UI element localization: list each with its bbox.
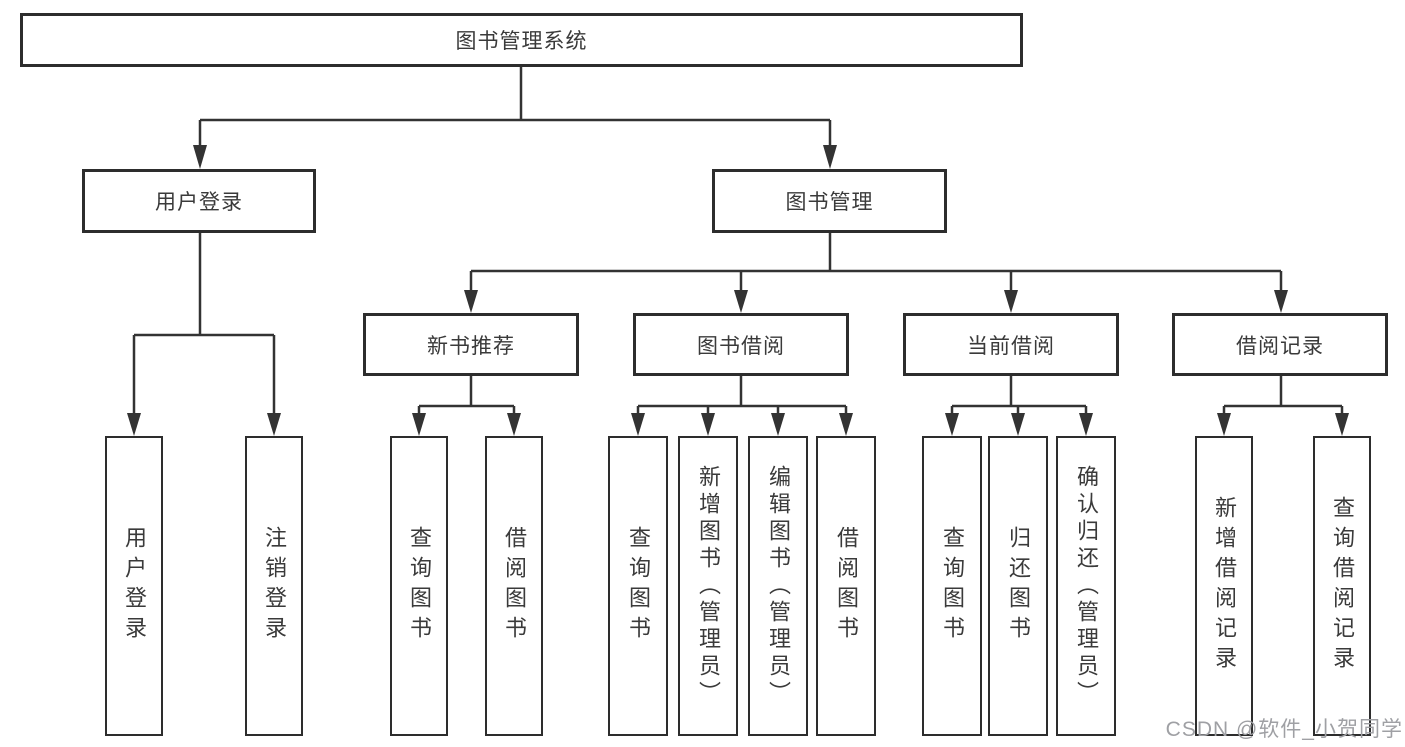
leaf-logout: 注销登录 [245,436,303,736]
leaf-borrow-books-recommend: 借阅图书 [485,436,543,736]
leaf-user-login: 用户登录 [105,436,163,736]
leaf-borrow-books: 借阅图书 [816,436,876,736]
node-current-borrow: 当前借阅 [903,313,1119,376]
leaf-query-books-borrow: 查询图书 [608,436,668,736]
leaf-edit-book-admin: 编辑图书（管理员） [748,436,808,736]
node-root: 图书管理系统 [20,13,1023,67]
node-borrow-records: 借阅记录 [1172,313,1388,376]
node-book-management: 图书管理 [712,169,947,233]
leaf-query-books-recommend: 查询图书 [390,436,448,736]
arrowheads [127,145,1349,436]
node-new-book-recommend: 新书推荐 [363,313,579,376]
leaf-query-books-current: 查询图书 [922,436,982,736]
leaf-add-borrow-record: 新增借阅记录 [1195,436,1253,736]
node-user-login: 用户登录 [82,169,316,233]
leaf-return-books: 归还图书 [988,436,1048,736]
csdn-watermark: CSDN @软件_小贺同学 [1165,718,1403,741]
leaf-query-borrow-record: 查询借阅记录 [1313,436,1371,736]
leaf-confirm-return-admin: 确认归还（管理员） [1056,436,1116,736]
node-book-borrow: 图书借阅 [633,313,849,376]
leaf-add-book-admin: 新增图书（管理员） [678,436,738,736]
